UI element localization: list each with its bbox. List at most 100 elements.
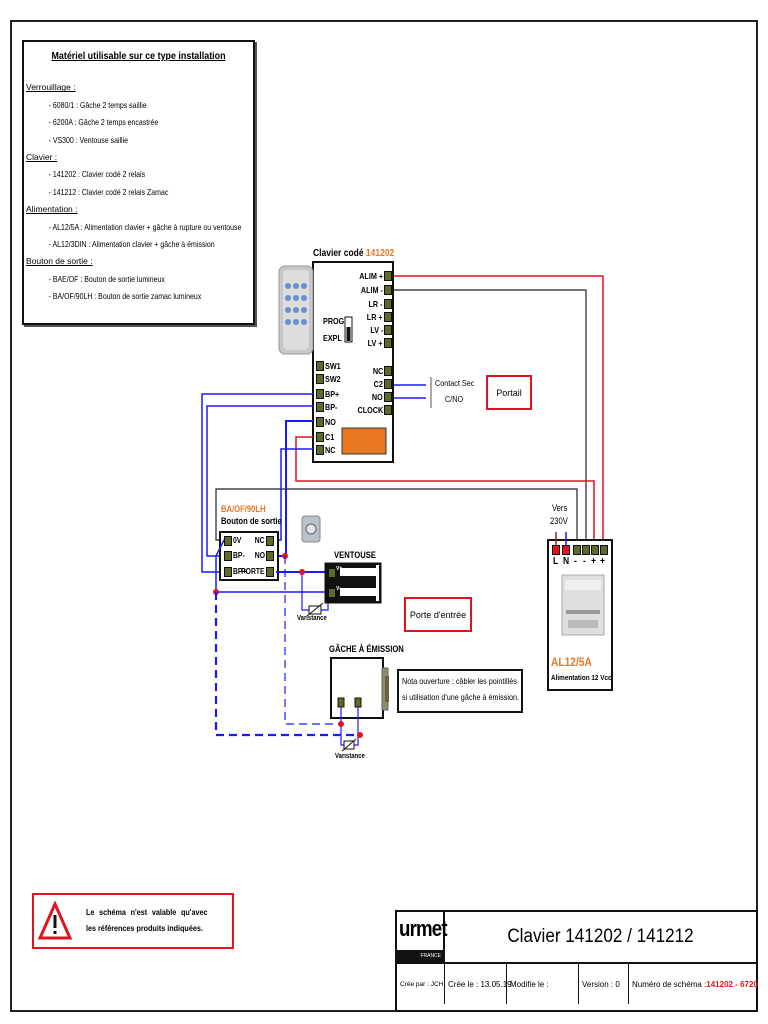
- terminal-label-psu-plus-2: +: [600, 556, 605, 567]
- wire-0v-ventouse: [215, 539, 330, 593]
- brand-name: urmet: [399, 916, 448, 941]
- terminal-exit-bp-plus: [224, 567, 232, 577]
- title-block: urmet FRANCE Clavier 141202 / 141212 Cré…: [395, 910, 758, 1012]
- terminal-label-bp-plus: BP+: [325, 389, 340, 399]
- wire-varistance-a: [301, 572, 310, 611]
- terminal-nc: [316, 445, 324, 455]
- junction-dot: [357, 732, 363, 738]
- terminal-l: [552, 545, 560, 555]
- terminal-label-v-minus: V-: [336, 586, 341, 592]
- terminal-sw1: [316, 361, 324, 371]
- terminal-0v: [224, 536, 232, 546]
- warning-text: Le schéma n'est valable qu'avec les réfé…: [86, 908, 208, 933]
- wire-alim-plus: [394, 275, 604, 548]
- terminal-label-exit-nc: NC: [255, 536, 265, 545]
- gache-title: GÂCHE À ÉMISSION: [329, 644, 404, 654]
- keypad-photo: [278, 265, 314, 355]
- schema-number: Numéro de schéma : 141202 - 6720: [632, 979, 758, 989]
- legend-item: - AL12/5A : Alimentation clavier + gâche…: [48, 221, 242, 232]
- legend-item: - 141202 : Clavier codé 2 relais: [48, 169, 146, 180]
- varistance-icon: [306, 602, 324, 617]
- terminal-label-bp-minus: BP-: [325, 402, 338, 412]
- terminal-lv-plus: [384, 338, 392, 348]
- terminal-label-0v: 0V: [233, 536, 242, 545]
- wire-no: [275, 420, 313, 557]
- equipment-legend: Matériel utilisable sur ce type installa…: [22, 40, 255, 325]
- portail-label: Portail: [496, 387, 522, 398]
- gache-terminal: [354, 697, 362, 708]
- gache-terminal: [337, 697, 345, 708]
- terminal-label-no2: NO: [372, 392, 383, 402]
- terminal-no: [316, 417, 324, 427]
- legend-item: - AL12/3DIN : Alimentation clavier + gâc…: [48, 239, 215, 250]
- nota-line-1: Nota ouverture : câbler les pointillés: [402, 676, 517, 686]
- ventouse-plate: [340, 588, 376, 596]
- mains-label: Vers: [552, 503, 568, 513]
- terminal-c1: [316, 432, 324, 442]
- terminal-label-lr-plus: LR +: [367, 312, 383, 322]
- warning-icon: [38, 901, 72, 940]
- terminal-v-plus: [328, 568, 336, 578]
- varistance-label-gache: Varistance: [335, 753, 365, 760]
- legend-item: - 6080/1 : Gâche 2 temps saillie: [48, 99, 147, 110]
- wire-0v: [215, 488, 578, 548]
- terminal-exit-bp-minus: [224, 551, 232, 561]
- terminal-clock: [384, 405, 392, 415]
- porte-entree-box: Porte d'entrée: [404, 597, 472, 632]
- terminal-alim-minus: [384, 285, 392, 295]
- legend-item: - BA/OF/90LH : Bouton de sortie zamac lu…: [48, 291, 202, 302]
- varistance-icon: [341, 738, 357, 752]
- terminal-label-exit-bp-plus: BP+: [233, 567, 247, 576]
- terminal-label-lv-plus: LV +: [368, 338, 383, 348]
- version: Version : 0: [579, 964, 629, 1004]
- exit-button-photo: [301, 515, 321, 543]
- terminal-lr-minus: [384, 299, 392, 309]
- dry-contact-type: C/NO: [445, 394, 464, 404]
- terminal-label-nc2: NC: [372, 366, 383, 376]
- nota-box: [397, 669, 523, 713]
- terminal-exit-no: [266, 551, 274, 561]
- keypad-title: Clavier codé 141202: [313, 248, 395, 259]
- junction-dot: [299, 569, 305, 575]
- power-supply-photo: [561, 574, 605, 636]
- terminal-n: [562, 545, 570, 555]
- terminal-psu-plus-2: [600, 545, 608, 555]
- terminal-psu-minus-1: [573, 545, 581, 555]
- exit-button-title: Bouton de sortie: [221, 516, 282, 526]
- strike-photo: [381, 667, 389, 711]
- legend-heading-exit-button: Bouton de sortie :: [26, 256, 93, 267]
- terminal-label-lv-minus: LV -: [369, 325, 383, 335]
- dashed-wire-0v: [214, 592, 362, 737]
- terminal-label-alim-minus: ALIM -: [360, 285, 383, 295]
- gache-module: [330, 657, 384, 719]
- brand-subtitle: FRANCE: [397, 950, 443, 962]
- wire-bp-plus: [201, 393, 313, 573]
- terminal-label-l: L: [553, 556, 559, 567]
- dashed-wire-no: [284, 556, 342, 725]
- terminal-label-n: N: [563, 556, 570, 567]
- terminal-label-c1: C1: [325, 432, 335, 442]
- warning-box: Le schéma n'est valable qu'avec les réfé…: [32, 893, 234, 949]
- schema-number-value: 141202 - 6720: [706, 979, 758, 989]
- brand-logo: urmet FRANCE: [397, 912, 448, 962]
- terminal-sw2: [316, 374, 324, 384]
- terminal-lr-plus: [384, 312, 392, 322]
- ventouse-edge: [376, 565, 379, 601]
- wire-bp-minus: [206, 405, 313, 557]
- legend-heading-locking: Verrouillage :: [26, 82, 76, 93]
- wire-c1: [295, 436, 595, 548]
- terminal-lv-minus: [384, 325, 392, 335]
- terminal-label-nc: NC: [325, 445, 336, 455]
- power-supply-ref: AL12/5A: [551, 655, 592, 669]
- legend-item: - VS300 : Ventouse saillie: [48, 134, 129, 145]
- legend-heading-power: Alimentation :: [26, 204, 78, 215]
- junction-dot: [338, 721, 344, 727]
- wire-alim-minus: [394, 289, 587, 548]
- portail-box: Portail: [486, 375, 532, 410]
- terminal-label-no: NO: [325, 417, 336, 427]
- legend-item: - 141212 : Clavier codé 2 relais Zamac: [48, 186, 169, 197]
- switch-label-prog: PROG: [323, 316, 345, 326]
- terminal-bp-minus: [316, 402, 324, 412]
- drawing-title: Clavier 141202 / 141212: [507, 926, 694, 947]
